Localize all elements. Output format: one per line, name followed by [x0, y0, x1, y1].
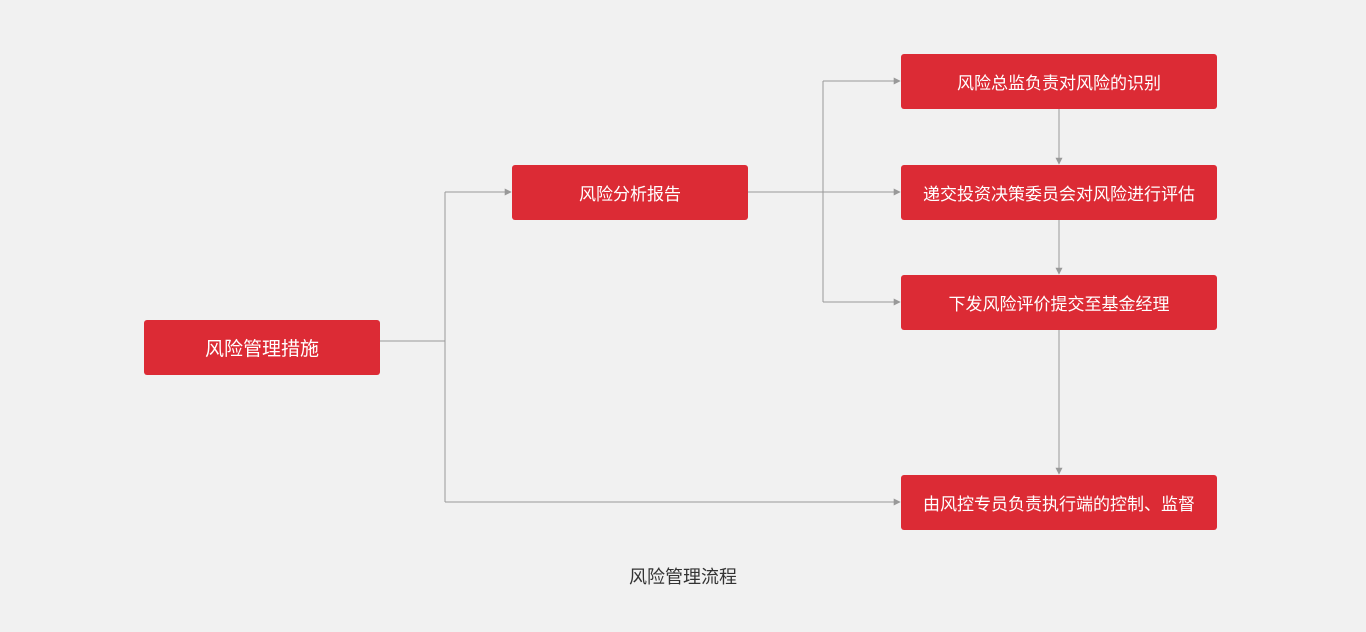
node-label: 下发风险评价提交至基金经理: [948, 295, 1170, 315]
node-risk-control: 由风控专员负责执行端的控制、监督: [901, 475, 1217, 530]
diagram-caption: 风险管理流程: [629, 567, 737, 588]
node-risk-management-measures: 风险管理措施: [144, 320, 380, 375]
node-label: 风险管理措施: [204, 338, 319, 360]
node-risk-dispatch: 下发风险评价提交至基金经理: [901, 275, 1217, 330]
node-label: 风险分析报告: [579, 185, 681, 205]
node-label: 由风控专员负责执行端的控制、监督: [923, 495, 1195, 515]
node-label: 风险总监负责对风险的识别: [957, 74, 1161, 94]
node-risk-identification: 风险总监负责对风险的识别: [901, 54, 1217, 109]
node-label: 递交投资决策委员会对风险进行评估: [923, 185, 1195, 205]
node-risk-analysis-report: 风险分析报告: [512, 165, 748, 220]
node-risk-evaluation: 递交投资决策委员会对风险进行评估: [901, 165, 1217, 220]
